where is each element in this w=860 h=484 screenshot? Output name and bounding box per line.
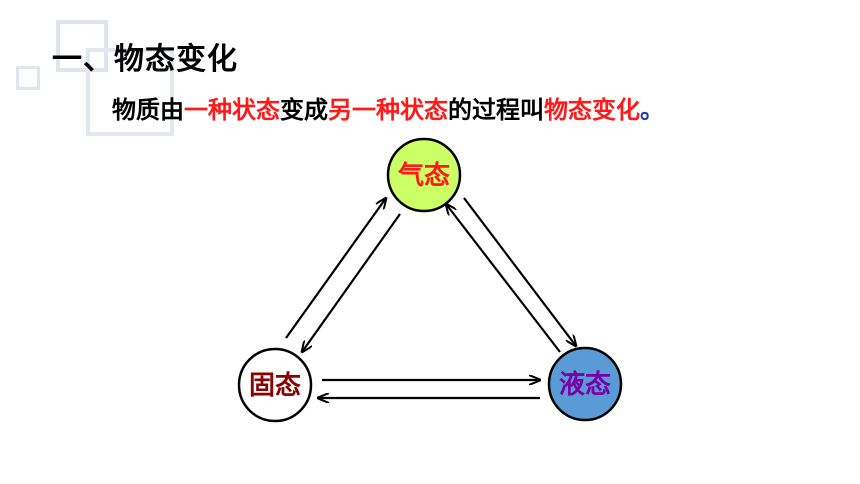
decorative-square xyxy=(86,48,174,136)
definition-text: 物质由 xyxy=(112,96,184,124)
arrow-gas-to-liquid xyxy=(463,197,576,346)
node-liquid: 液态 xyxy=(547,346,623,422)
definition-sentence: 物质由一种状态变成另一种状态的过程叫物态变化。 xyxy=(112,90,664,125)
section-heading: 一、物态变化 xyxy=(52,42,238,77)
definition-text: 的过程叫 xyxy=(448,96,544,124)
node-gas: 气态 xyxy=(386,137,462,213)
arrow-gas-to-solid xyxy=(302,213,401,352)
definition-highlight: 另一种状态 xyxy=(328,96,448,124)
node-solid-label: 固态 xyxy=(249,370,301,401)
node-liquid-label: 液态 xyxy=(559,369,611,400)
arrow-liquid-to-gas xyxy=(446,204,561,353)
node-gas-label: 气态 xyxy=(397,160,450,191)
definition-highlight: 一种状态 xyxy=(184,96,280,124)
decorative-square xyxy=(56,20,108,72)
definition-highlight: 物态变化 xyxy=(544,96,640,124)
decorative-square xyxy=(16,66,40,90)
node-solid: 固态 xyxy=(237,347,313,423)
definition-period: 。 xyxy=(640,96,664,124)
arrow-solid-to-gas xyxy=(285,198,386,339)
definition-text: 变成 xyxy=(280,96,328,124)
